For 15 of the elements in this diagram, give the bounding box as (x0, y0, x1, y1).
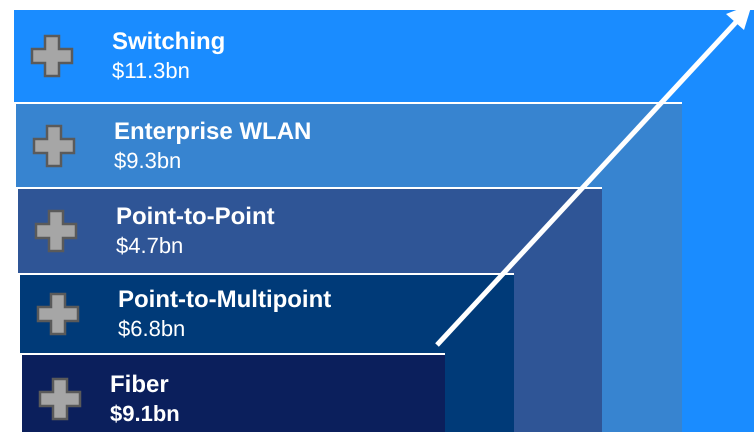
market-band (18, 273, 514, 432)
segment-name: Enterprise WLAN (114, 118, 312, 146)
market-value: $6.8bn (118, 316, 186, 342)
market-value: $11.3bn (112, 58, 190, 84)
segment-name: Point-to-Multipoint (118, 286, 332, 314)
market-value: $4.7bn (116, 233, 184, 259)
market-band (16, 187, 602, 432)
market-value: $9.3bn (114, 148, 182, 174)
market-band (14, 102, 682, 432)
market-band (20, 353, 445, 432)
market-value: $9.1bn (110, 400, 180, 426)
segment-name: Fiber (110, 370, 169, 398)
segment-name: Switching (112, 28, 226, 56)
segment-name: Point-to-Point (116, 203, 275, 231)
market-band (12, 8, 754, 432)
